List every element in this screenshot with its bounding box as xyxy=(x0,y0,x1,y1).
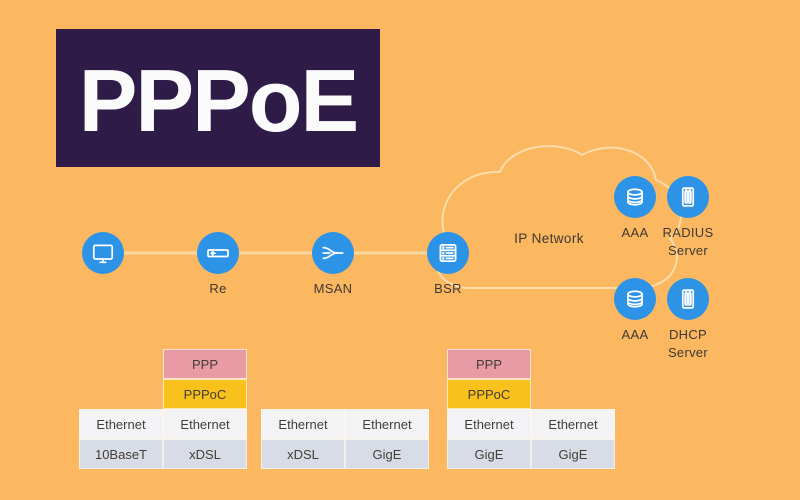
cell-ethernet: Ethernet xyxy=(447,409,531,439)
cell-ethernet: Ethernet xyxy=(163,409,247,439)
cell-pppoc: PPPoC xyxy=(163,379,247,409)
cell-pppoc: PPPoC xyxy=(447,379,531,409)
ip-network-cloud-outline xyxy=(435,145,683,289)
cell-ppp: PPP xyxy=(447,349,531,379)
node-label-bsr: BSR xyxy=(434,281,462,296)
cell-ethernet: Ethernet xyxy=(345,409,429,439)
cell-xdsl: xDSL xyxy=(163,439,247,469)
merge-icon xyxy=(312,232,354,274)
cell-ppp: PPP xyxy=(163,349,247,379)
protocol-stack-3-col-1: PPP PPPoC Ethernet GigE xyxy=(447,349,531,469)
cell-10baset: 10BaseT xyxy=(79,439,163,469)
cell-gige: GigE xyxy=(345,439,429,469)
modem-icon xyxy=(197,232,239,274)
protocol-stack-1-col-2: PPP PPPoC Ethernet xDSL xyxy=(163,349,247,469)
page-title: PPPoE xyxy=(78,51,360,150)
protocol-stack-1-col-1: Ethernet 10BaseT xyxy=(79,409,163,469)
protocol-stack-2-col-2: Ethernet GigE xyxy=(345,409,429,469)
server-tower-icon xyxy=(667,278,709,320)
database-icon xyxy=(614,176,656,218)
title-banner: PPPoE xyxy=(56,29,380,167)
node-label-msan: MSAN xyxy=(313,281,353,296)
cell-gige: GigE xyxy=(531,439,615,469)
protocol-stack-3-col-2: Ethernet GigE xyxy=(531,409,615,469)
rack-icon xyxy=(427,232,469,274)
node-label-re: Re xyxy=(209,281,227,296)
cell-gige: GigE xyxy=(447,439,531,469)
server-tower-icon xyxy=(667,176,709,218)
cell-ethernet: Ethernet xyxy=(79,409,163,439)
node-label-aaa-bottom: AAA xyxy=(621,327,649,342)
node-label-radius-server: RADIUS Server xyxy=(662,225,714,258)
cell-xdsl: xDSL xyxy=(261,439,345,469)
node-label-aaa-top: AAA xyxy=(621,225,649,240)
ip-network-label: IP Network xyxy=(514,231,584,246)
cell-ethernet: Ethernet xyxy=(531,409,615,439)
monitor-icon xyxy=(82,232,124,274)
database-icon xyxy=(614,278,656,320)
node-label-dhcp-server: DHCP Server xyxy=(667,327,709,360)
protocol-stack-2-col-1: Ethernet xDSL xyxy=(261,409,345,469)
cell-ethernet: Ethernet xyxy=(261,409,345,439)
